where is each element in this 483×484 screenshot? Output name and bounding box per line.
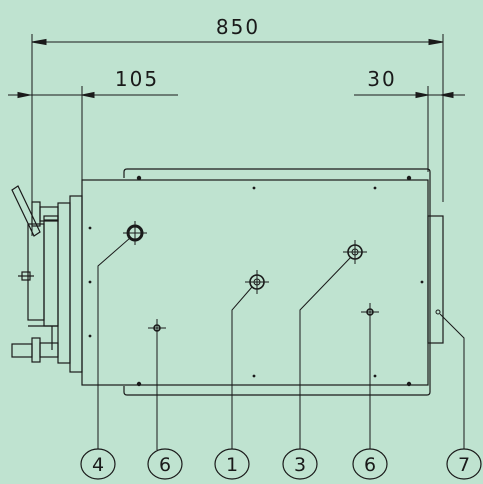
screw-dots xyxy=(88,175,424,387)
callout-7: 7 xyxy=(446,448,482,480)
pipe-fitting xyxy=(11,337,59,363)
callout-6-right: 6 xyxy=(352,448,388,480)
callout-1: 1 xyxy=(214,448,250,480)
svg-text:3: 3 xyxy=(294,454,306,476)
dimension-overall xyxy=(31,38,444,46)
callout-6-left: 6 xyxy=(147,448,183,480)
dimension-left-offset-label: 105 xyxy=(115,67,159,91)
connection-port-7 xyxy=(435,309,441,315)
connection-port-6-left xyxy=(148,319,166,337)
connection-port-1 xyxy=(245,270,269,294)
callout-3: 3 xyxy=(282,448,318,480)
connection-port-3 xyxy=(343,240,367,264)
connection-port-4 xyxy=(123,221,147,245)
dimension-left-offset xyxy=(8,91,178,99)
valve-handle xyxy=(11,185,59,237)
callout-4: 4 xyxy=(80,448,116,480)
dimension-right-offset-label: 30 xyxy=(367,67,396,91)
leader-lines xyxy=(97,237,465,450)
small-connector xyxy=(18,271,34,281)
extension-lines xyxy=(31,34,444,236)
dimension-overall-label: 850 xyxy=(216,15,260,39)
svg-text:6: 6 xyxy=(159,454,171,476)
svg-text:1: 1 xyxy=(226,454,238,476)
svg-text:6: 6 xyxy=(364,454,376,476)
svg-text:7: 7 xyxy=(458,454,470,476)
dimension-right-offset xyxy=(354,91,465,99)
svg-text:4: 4 xyxy=(92,454,104,476)
